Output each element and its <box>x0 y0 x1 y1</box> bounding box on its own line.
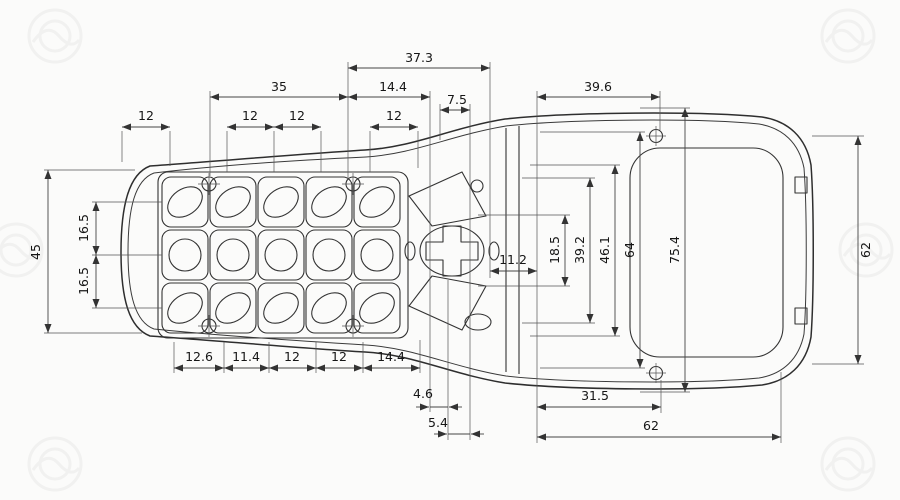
dim-37-3: 37.3 <box>405 50 433 65</box>
dim-18-5: 18.5 <box>547 236 562 264</box>
dim-14-4-bottom: 14.4 <box>377 349 405 364</box>
dim-12-6: 12.6 <box>185 349 213 364</box>
screw-holes <box>198 126 666 383</box>
dim-12-top-2: 12 <box>242 108 258 123</box>
dimension-labels: 37.3 35 14.4 7.5 39.6 12 12 12 12 45 16.… <box>28 50 873 433</box>
head-details <box>505 126 808 374</box>
dim-39-6: 39.6 <box>584 79 612 94</box>
dim-7-5: 7.5 <box>447 92 467 107</box>
dim-5-4: 5.4 <box>428 415 448 430</box>
dim-12-top-4: 12 <box>386 108 402 123</box>
device-outline <box>120 112 814 390</box>
dim-12-bottom-2: 12 <box>331 349 347 364</box>
dim-12-bottom-1: 12 <box>284 349 300 364</box>
dim-62-right: 62 <box>858 242 873 258</box>
dim-64: 64 <box>622 242 637 258</box>
dim-12-top-1: 12 <box>138 108 154 123</box>
dim-46-1: 46.1 <box>597 236 612 264</box>
dim-75-4: 75.4 <box>667 236 682 264</box>
dim-16-5-b: 16.5 <box>76 267 91 295</box>
dim-45: 45 <box>28 244 43 260</box>
dim-12-top-3: 12 <box>289 108 305 123</box>
dim-35: 35 <box>271 79 287 94</box>
dim-31-5: 31.5 <box>581 388 609 403</box>
watermarks <box>0 8 894 492</box>
neck-details <box>408 171 492 331</box>
dim-11-2: 11.2 <box>499 252 527 267</box>
dim-39-2: 39.2 <box>572 236 587 264</box>
dimension-lines <box>44 64 862 441</box>
extension-lines <box>44 62 864 443</box>
keypad-grid <box>157 171 409 339</box>
dpad-cutout <box>404 225 500 277</box>
dim-4-6: 4.6 <box>413 386 433 401</box>
dim-14-4-top: 14.4 <box>379 79 407 94</box>
dim-16-5-a: 16.5 <box>76 214 91 242</box>
dim-62-bottom: 62 <box>643 418 659 433</box>
dim-11-4: 11.4 <box>232 349 260 364</box>
